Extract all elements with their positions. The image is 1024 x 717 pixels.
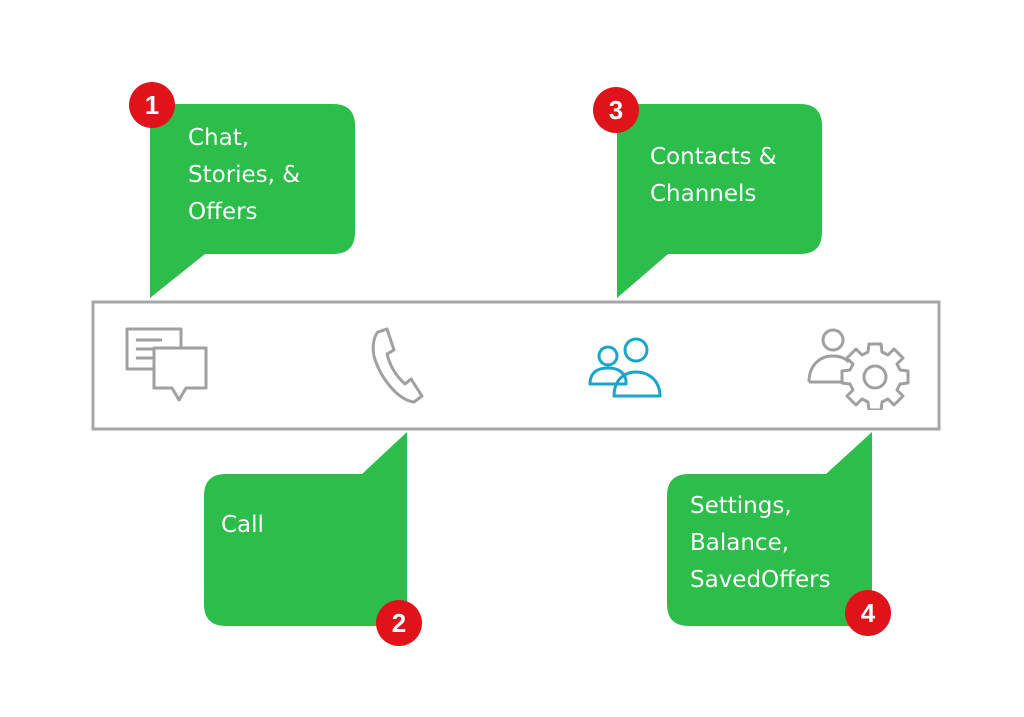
chat-icon[interactable]: [124, 326, 210, 406]
callout-4-text: Settings, Balance, SavedOffers: [690, 493, 831, 593]
phone-icon[interactable]: [370, 326, 426, 406]
callout-3-text: Contacts & Channels: [650, 144, 777, 207]
callout-1-bubble: [150, 104, 355, 298]
callout-1-text: Chat, Stories, & Offers: [188, 125, 301, 225]
callout-2-bubble: [204, 432, 407, 626]
callout-2-text: Call: [221, 512, 264, 538]
badge-1: 1: [129, 82, 175, 128]
tab-bar: [91, 300, 941, 431]
callout-3-bubble: [617, 104, 822, 298]
user-settings-icon[interactable]: [805, 326, 913, 410]
badge-4: 4: [845, 590, 891, 636]
contacts-icon[interactable]: [586, 334, 666, 400]
badge-2: 2: [376, 600, 422, 646]
badge-3: 3: [593, 87, 639, 133]
callout-4-bubble: [667, 432, 872, 626]
